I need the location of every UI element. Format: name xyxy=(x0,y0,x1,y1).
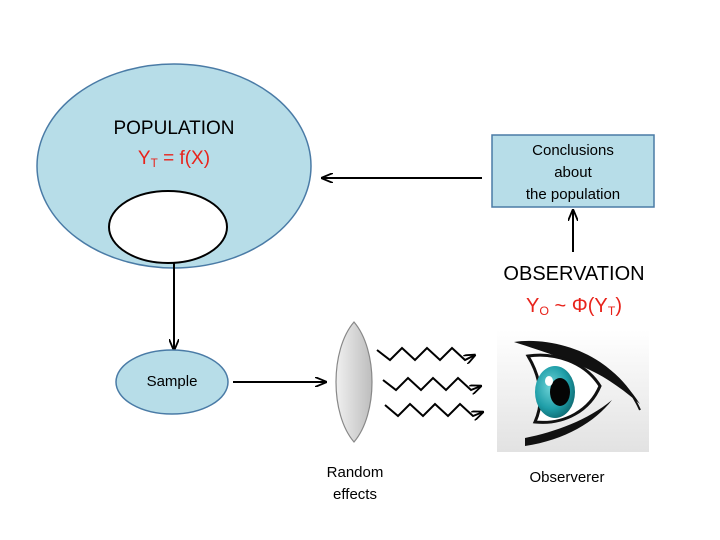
random-effects-line: effects xyxy=(333,486,377,503)
sample-ellipse xyxy=(115,349,229,415)
random-effects-label: Random effects xyxy=(305,462,405,506)
sample-label: Sample xyxy=(146,373,198,390)
eye-icon xyxy=(497,330,649,452)
conclusions-box xyxy=(491,134,655,208)
population-title: POPULATION xyxy=(113,118,235,139)
wave-arrow-2 xyxy=(382,376,481,390)
conclusions-line: about xyxy=(554,164,592,181)
wave-arrow-3 xyxy=(384,402,483,416)
observation-title: OBSERVATION xyxy=(503,263,645,285)
conclusions-label: Conclusions about the population xyxy=(492,140,654,206)
conclusions-line: Conclusions xyxy=(532,142,614,159)
subset-ellipse xyxy=(108,190,228,264)
observer-label: Observerer xyxy=(529,469,605,486)
conclusions-line: the population xyxy=(525,186,621,203)
observation-formula: YO ~ Φ(YT) xyxy=(526,295,622,319)
random-effects-lens xyxy=(335,321,373,443)
population-formula: YT = f(X) xyxy=(137,148,211,170)
random-effects-line: Random xyxy=(326,464,384,481)
wave-arrow-1 xyxy=(376,346,475,360)
